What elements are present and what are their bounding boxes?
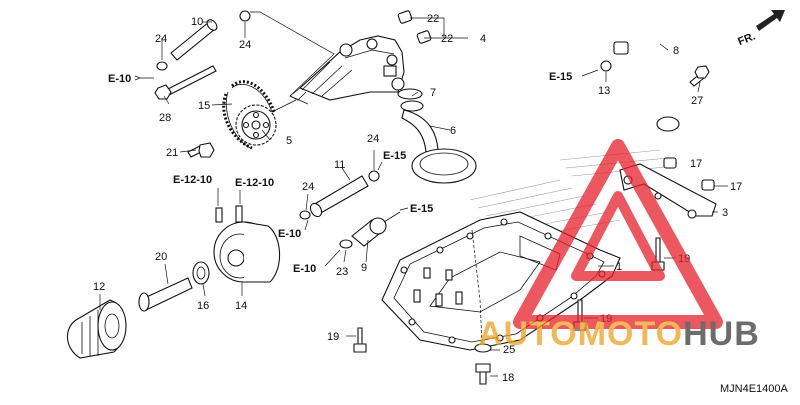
pump-sprocket — [235, 104, 277, 146]
callout-24: 24 — [155, 33, 167, 45]
leader-lines — [99, 11, 728, 377]
callout-9: 9 — [361, 262, 367, 274]
callout-3: 3 — [722, 207, 728, 219]
callout-8: 8 — [673, 45, 679, 57]
callout-15: 15 — [198, 100, 210, 112]
reference-labels: E-10 E-15 E-12-10 E-12-10 E-15 E-15 E-10… — [108, 69, 599, 275]
callout-10: 10 — [191, 16, 203, 28]
bracket-3 — [619, 163, 717, 219]
callout-11: 11 — [334, 159, 345, 171]
callout-22: 22 — [427, 13, 439, 25]
fr-direction-indicator: FR. — [736, 10, 785, 48]
callout-labels: 10 24 24 22 22 4 8 28 15 5 7 6 13 27 21 … — [93, 13, 742, 384]
watermark-brand: AUTOMOTOHUB — [478, 315, 760, 353]
callout-5: 5 — [286, 135, 292, 147]
watermark-logo: AUTOMOTOHUB — [478, 139, 760, 353]
callout-6: 6 — [450, 125, 456, 137]
callout-19: 19 — [327, 331, 339, 343]
callout-17: 17 — [730, 181, 742, 193]
callout-27: 27 — [691, 95, 703, 107]
callout-22: 22 — [441, 33, 453, 45]
bolts-17 — [663, 157, 715, 191]
ref-e-12-10: E-12-10 — [173, 174, 212, 186]
callout-18: 18 — [502, 372, 514, 384]
pump-shaft — [156, 10, 251, 71]
oil-pump — [289, 10, 432, 101]
callout-16: 16 — [197, 300, 209, 312]
pressure-switch — [339, 211, 401, 249]
callout-13: 13 — [598, 85, 610, 97]
ref-e-10: E-10 — [108, 73, 131, 85]
callout-17: 17 — [690, 158, 702, 170]
drive-chain — [222, 80, 297, 150]
oil-filter — [66, 299, 127, 359]
callout-25: 25 — [503, 344, 515, 356]
fr-label: FR. — [736, 30, 757, 48]
callout-28: 28 — [159, 112, 171, 124]
callout-7: 7 — [430, 87, 436, 99]
callout-4: 4 — [480, 33, 486, 45]
callout-23: 23 — [336, 266, 348, 278]
sleeve-11 — [299, 170, 380, 220]
ref-e-15: E-15 — [410, 203, 433, 215]
callout-14: 14 — [235, 300, 247, 312]
oil-strainer — [397, 88, 477, 184]
bolt-28 — [154, 65, 217, 100]
bolt-21 — [187, 142, 215, 158]
callout-20: 20 — [155, 251, 167, 263]
ref-e-10: E-10 — [278, 228, 301, 240]
callout-21: 21 — [166, 147, 178, 159]
callout-24: 24 — [367, 133, 379, 145]
drain-bolt — [474, 343, 492, 385]
callout-24: 24 — [239, 39, 251, 51]
callout-1: 1 — [616, 261, 622, 273]
ref-e-15: E-15 — [383, 150, 406, 162]
ref-e-10: E-10 — [293, 263, 316, 275]
callout-24: 24 — [302, 181, 314, 193]
diagram-code: MJN4E1400A — [720, 383, 789, 395]
ref-e-15: E-15 — [549, 71, 572, 83]
oil-pipe — [600, 40, 710, 132]
arrow-forward-icon — [756, 10, 785, 31]
callout-12: 12 — [93, 281, 105, 293]
ref-e-12-10: E-12-10 — [235, 177, 274, 189]
oil-cooler — [138, 205, 281, 312]
